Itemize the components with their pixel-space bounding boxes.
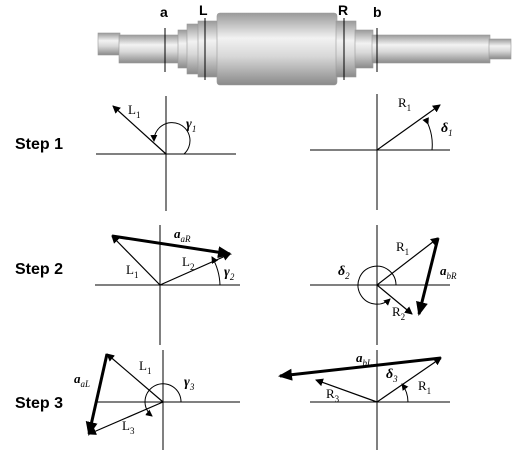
step-1-title: Step 1	[15, 136, 63, 153]
step-2-left-diagram: aaR L1 L2 γ2	[95, 225, 240, 345]
label-delta1: δ1	[441, 121, 453, 138]
plane-R-label: R	[338, 2, 348, 18]
vector-R3	[315, 378, 378, 403]
label-delta2: δ2	[338, 264, 350, 281]
label-a-aR: aaR	[174, 226, 191, 244]
angle-arc-delta2	[357, 265, 397, 306]
label-L1: L1	[139, 358, 151, 376]
label-L1: L1	[128, 102, 140, 120]
vector-L1	[112, 105, 167, 155]
angle-arc-delta1	[422, 117, 433, 151]
resultant-a-aR	[111, 234, 232, 259]
vector-L1	[111, 235, 161, 286]
resultant-a-aL	[85, 353, 109, 436]
vector-R1	[376, 237, 439, 286]
label-a-bR: abR	[440, 263, 457, 281]
resultant-a-bL	[278, 356, 442, 381]
label-R1: R1	[396, 239, 409, 257]
step-1-left-diagram: L1 γ1	[96, 96, 236, 211]
label-gamma3: γ3	[184, 375, 195, 392]
label-R2: R2	[392, 304, 405, 322]
label-R3: R3	[326, 386, 340, 404]
angle-arc-gamma3	[144, 383, 182, 417]
vector-L1	[106, 353, 164, 403]
vector-R1	[376, 357, 442, 403]
label-R1: R1	[418, 378, 431, 396]
angle-arc-gamma2	[211, 256, 221, 286]
angle-arc-gamma1	[150, 122, 191, 155]
label-gamma2: γ2	[224, 265, 235, 282]
step-1-right-diagram: R1 δ1	[310, 94, 453, 210]
step-3-right-diagram: abL δ3 R1 R3	[278, 350, 450, 450]
vector-R2	[376, 284, 413, 315]
plane-a-label: a	[160, 4, 168, 20]
step-2-right-diagram: R1 R2 abR δ2	[310, 225, 457, 345]
plane-L-label: L	[199, 2, 208, 18]
plane-b-label: b	[373, 4, 382, 20]
label-gamma1: γ1	[186, 117, 196, 134]
label-L1: L1	[126, 262, 138, 280]
label-delta3: δ3	[386, 367, 398, 384]
resultant-a-bR	[416, 237, 440, 316]
step-3-left-diagram: L1 L3 aaL γ3	[74, 350, 240, 450]
step-3-title: Step 3	[15, 395, 63, 412]
step-2-title: Step 2	[15, 261, 63, 278]
vector-L2	[159, 253, 231, 286]
rotor-shaft: a L R b	[97, 2, 512, 86]
label-a-bL: abL	[356, 350, 372, 368]
vector-L3	[88, 401, 164, 435]
vector-R1	[376, 104, 441, 151]
label-L2: L2	[182, 254, 194, 272]
label-a-aL: aaL	[74, 371, 90, 389]
angle-arc-delta3	[401, 383, 409, 403]
label-L3: L3	[122, 418, 135, 436]
label-R1: R1	[398, 95, 411, 113]
